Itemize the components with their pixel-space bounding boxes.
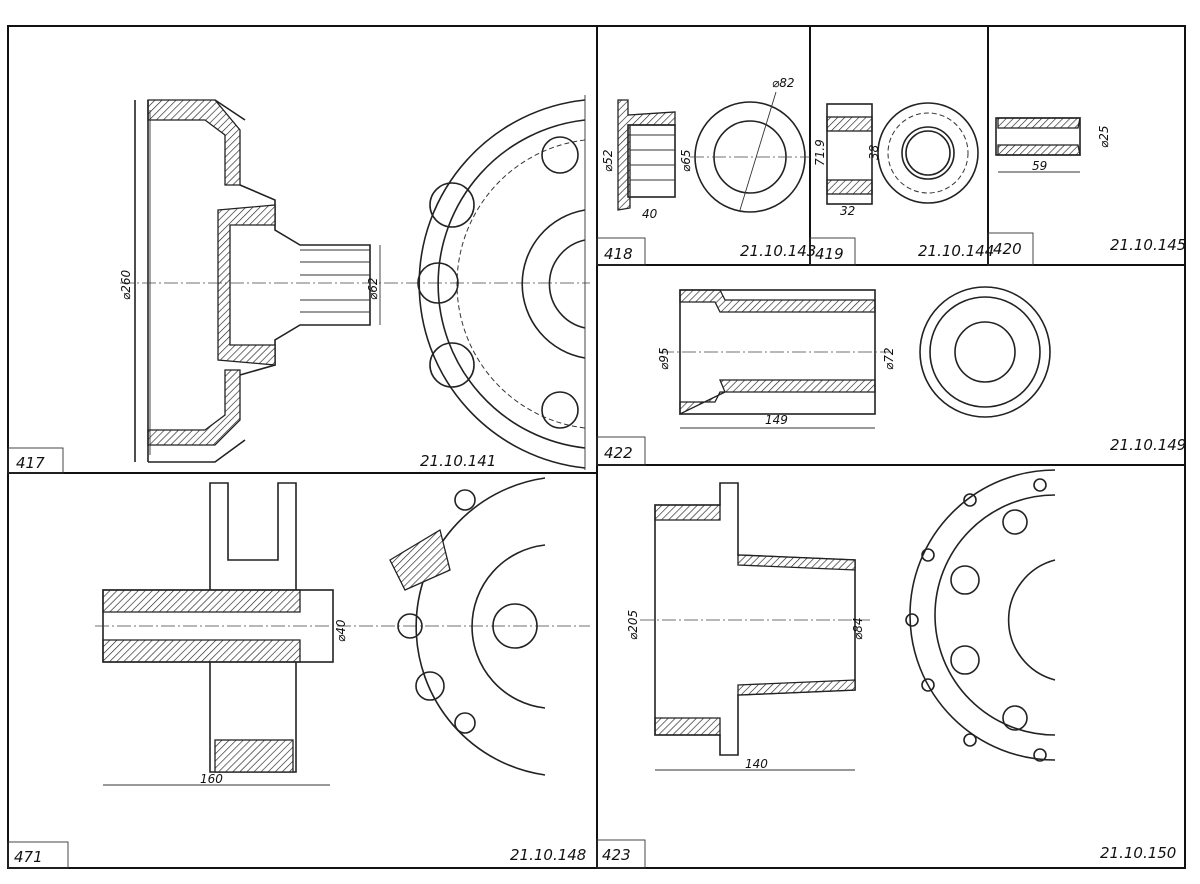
dimension-label: ⌀65 [679, 150, 693, 173]
dimension-label: ⌀205 [626, 610, 640, 640]
dimension-label: 140 [745, 757, 768, 771]
panel-number: 420 [993, 240, 1022, 258]
dimension-label: ⌀72 [882, 348, 896, 371]
dimension-label: 38 [867, 144, 881, 160]
panel-number: 418 [604, 245, 633, 263]
panel-code: 21.10.148 [510, 846, 586, 864]
dimension-label: ⌀52 [601, 150, 615, 173]
dimension-label: ⌀62 [366, 278, 380, 301]
dimension-label: 160 [200, 772, 223, 786]
part-471-drawing [95, 477, 590, 786]
dimension-label: 149 [765, 413, 788, 427]
panel-code: 21.10.144 [918, 242, 994, 260]
panel-number: 419 [815, 245, 844, 263]
panel-number: 417 [16, 454, 45, 472]
dimension-label: ⌀95 [657, 348, 671, 371]
sheet-frame [7, 25, 1186, 869]
dimension-label: 32 [840, 204, 855, 218]
panel-code: 21.10.145 [1110, 236, 1186, 254]
part-423-drawing [640, 469, 1056, 771]
part-420-drawing [995, 117, 1081, 173]
dimension-label: ⌀40 [334, 619, 348, 642]
dimension-label: ⌀25 [1097, 126, 1111, 149]
part-418-drawing [617, 91, 810, 213]
dimension-label: ⌀260 [119, 270, 133, 300]
panel-code: 21.10.143 [740, 242, 816, 260]
part-419-drawing [826, 102, 979, 205]
number-boxes [7, 232, 1034, 869]
dimension-label: ⌀82 [772, 76, 795, 90]
panel-code: 21.10.150 [1100, 844, 1176, 862]
part-422-drawing [660, 286, 1051, 429]
panel-number: 423 [602, 846, 631, 864]
panel-number: 471 [14, 848, 43, 866]
dimension-label: ⌀84 [851, 618, 865, 641]
dimension-label: 40 [642, 207, 658, 221]
panel-code: 21.10.141 [420, 452, 496, 470]
dimension-label: 59 [1032, 159, 1047, 173]
part-417-drawing [120, 95, 590, 470]
panel-number: 422 [604, 444, 633, 462]
dimension-label: 71.9 [813, 139, 827, 166]
panel-code: 21.10.149 [1110, 436, 1186, 454]
